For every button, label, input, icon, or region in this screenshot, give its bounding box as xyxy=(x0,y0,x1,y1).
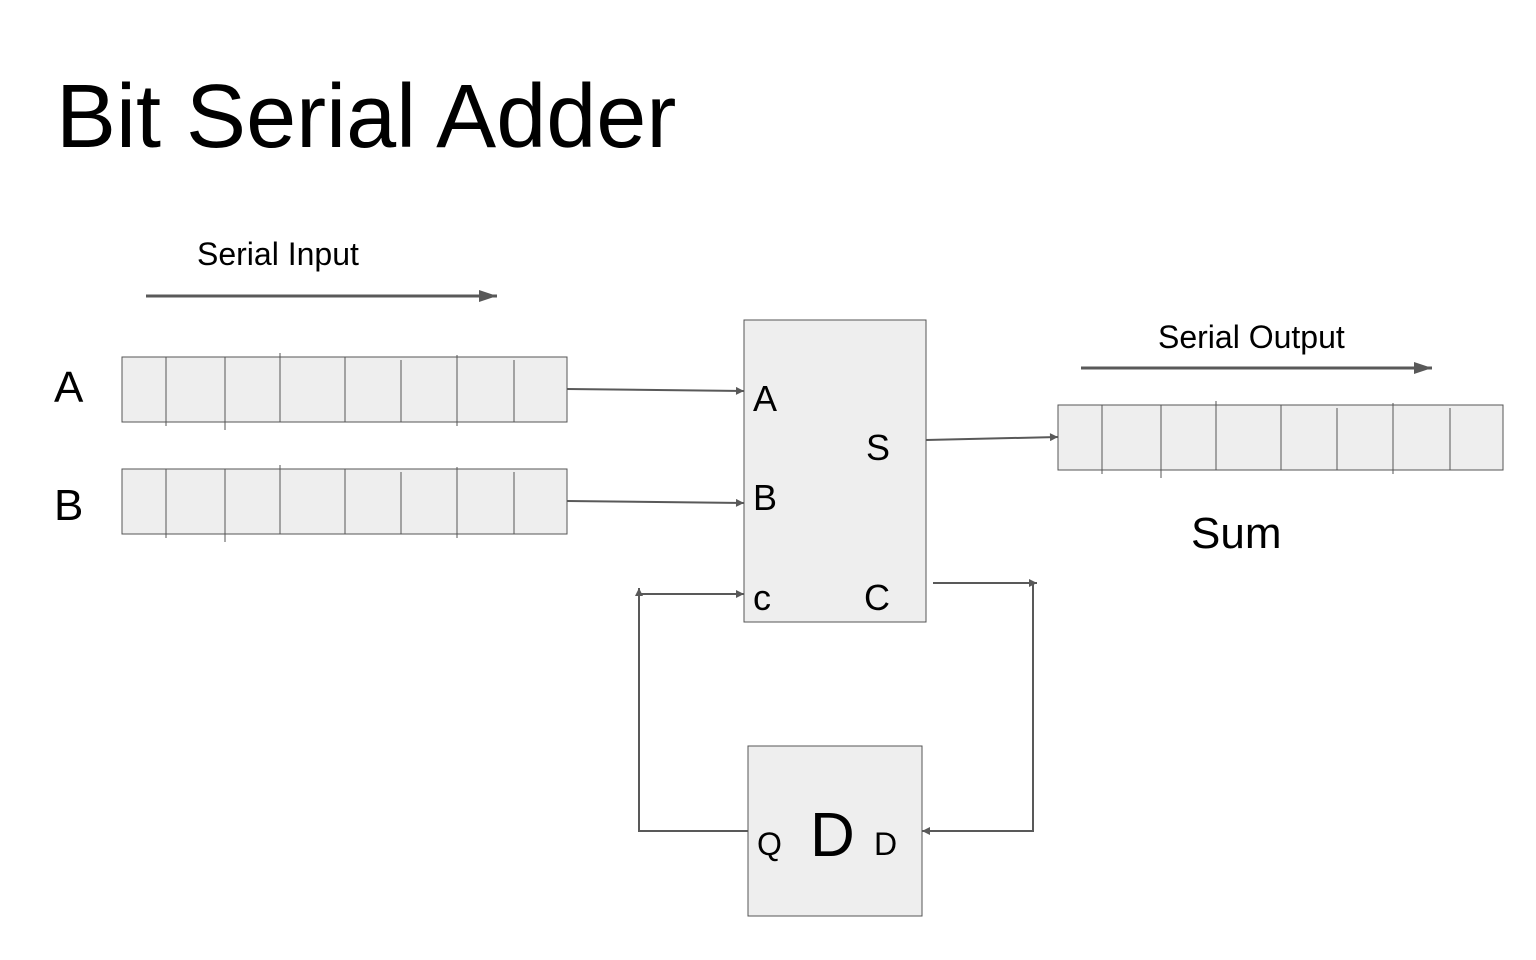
adder-input-c: c xyxy=(753,577,771,618)
register-b-label: B xyxy=(54,481,84,530)
wire-a-to-adder xyxy=(566,386,745,395)
serial-output-label: Serial Output xyxy=(1158,319,1345,355)
register-a xyxy=(121,353,568,430)
adder-output-c: C xyxy=(864,577,890,618)
wire-sum-to-register xyxy=(925,433,1059,442)
flip-flop-d-label: D xyxy=(874,826,898,862)
wire-b-to-adder xyxy=(566,498,745,507)
sum-register-label: Sum xyxy=(1191,509,1282,558)
flip-flop-q-label: Q xyxy=(757,826,782,862)
register-b xyxy=(121,465,568,542)
flip-flop-name: D xyxy=(810,801,855,870)
page-title: Bit Serial Adder xyxy=(56,67,677,167)
adder-input-b: B xyxy=(753,477,778,518)
wire-q-to-c xyxy=(635,588,748,832)
full-adder-block xyxy=(743,319,927,623)
register-a-label: A xyxy=(54,363,84,412)
wire-carry-to-d xyxy=(922,583,1034,835)
sum-register xyxy=(1057,401,1504,478)
adder-input-a: A xyxy=(753,378,778,419)
d-flip-flop-block xyxy=(747,745,923,917)
serial-input-label: Serial Input xyxy=(197,236,359,272)
adder-output-s: S xyxy=(866,427,891,468)
